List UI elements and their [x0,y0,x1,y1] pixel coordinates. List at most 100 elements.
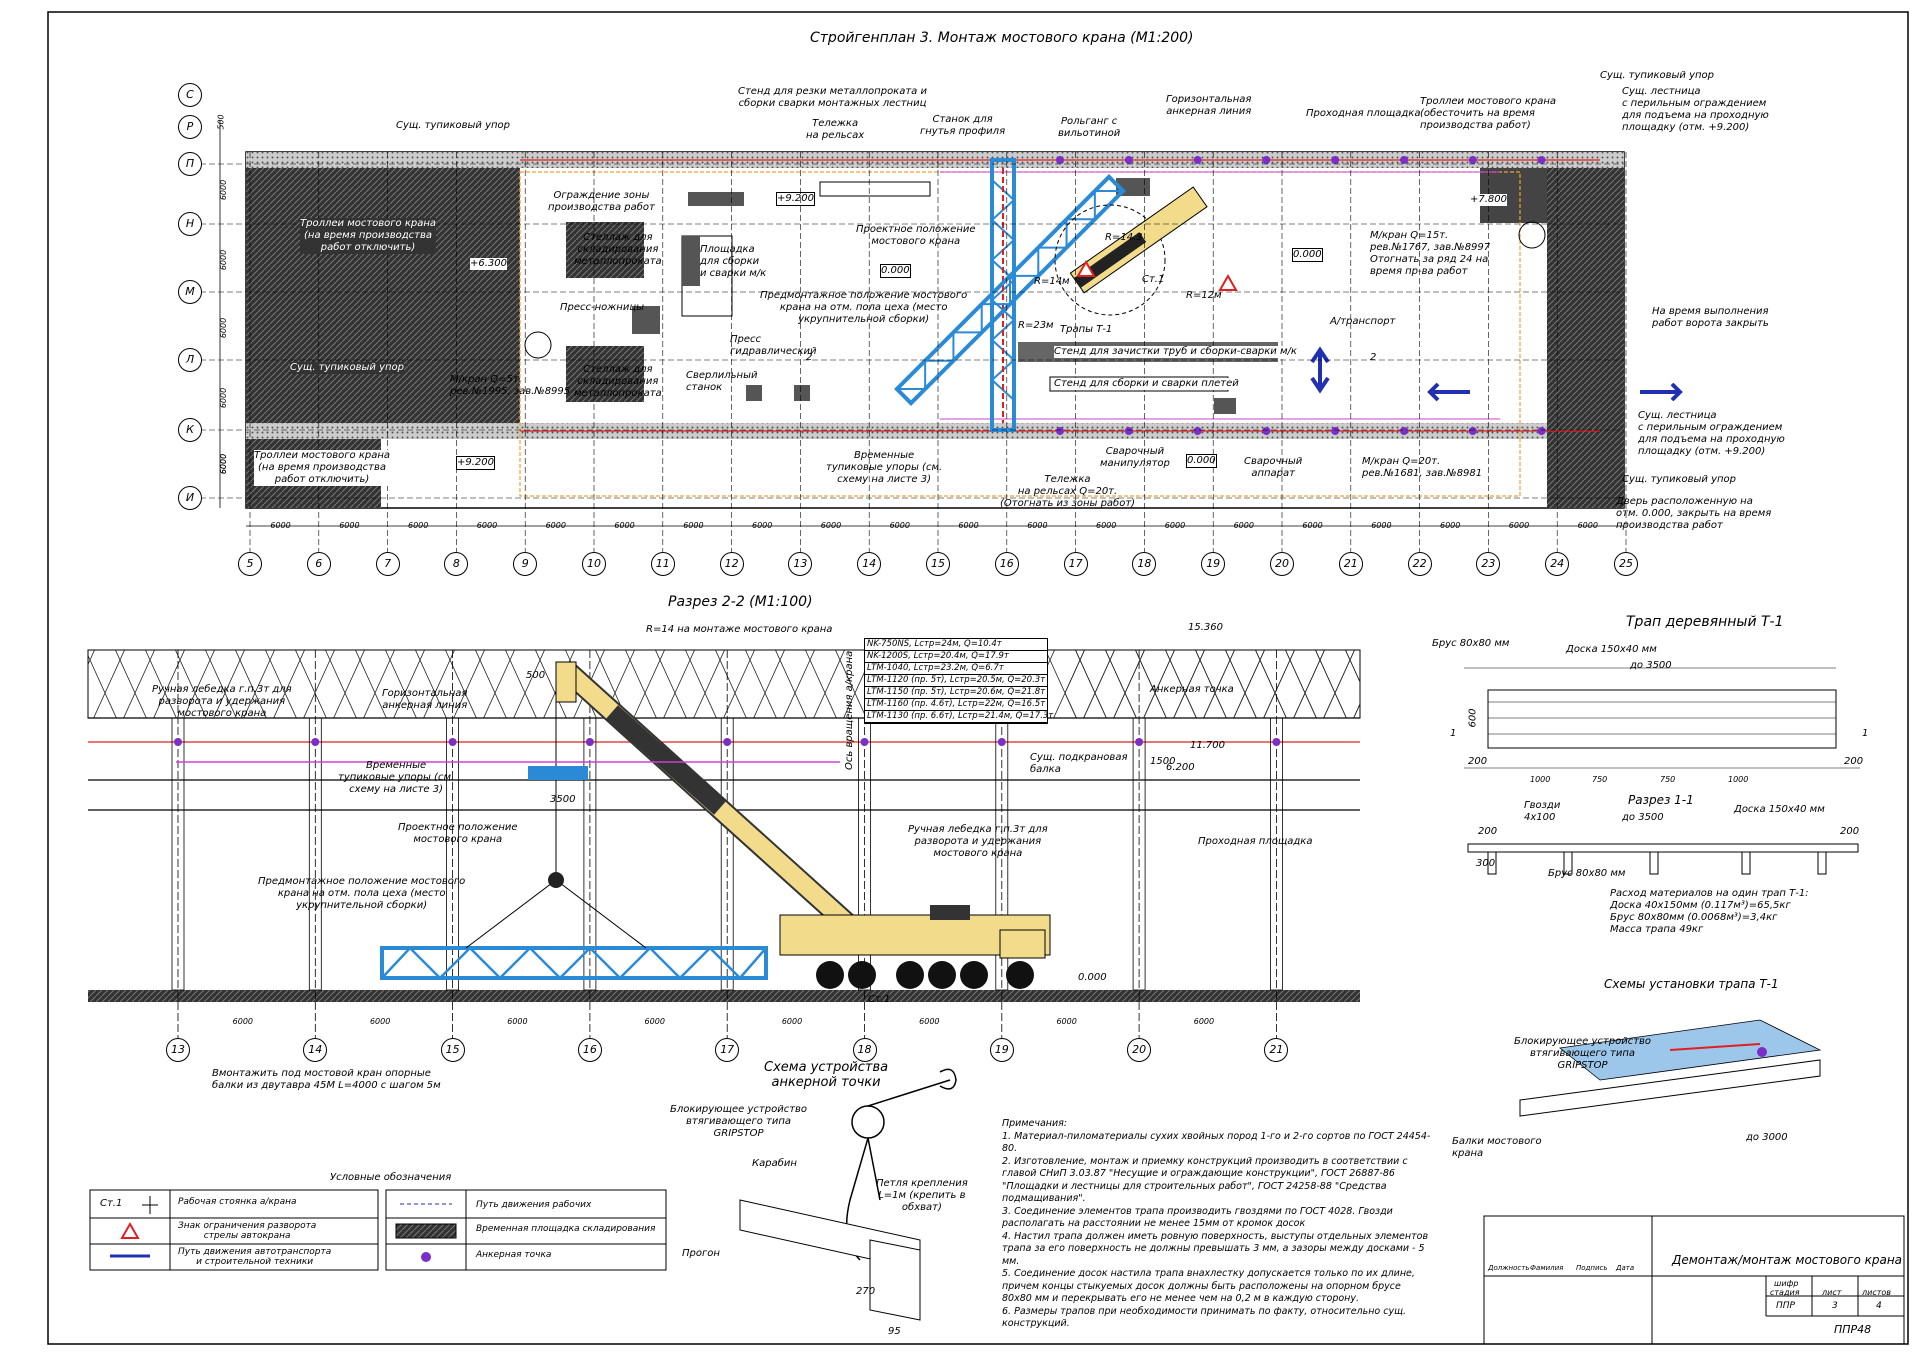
label-cart-rails: Тележка на рельсах [806,118,865,141]
col-axis-12: 12 [719,552,744,576]
stamp-sheets-h: листов [1862,1288,1891,1297]
anchor-point-icon [860,738,869,746]
stamp-header: Должность [1488,1264,1530,1272]
cranes-table-row: LTM-1120 (пр. 5т), Lстр=20.5м, Q=20.3т [865,675,1047,687]
sheet-frame [47,11,1909,1345]
elev-zero-2: 0.000 [1292,248,1323,262]
trap-section [1467,843,1859,875]
note-item: 6. Размеры трапов при необходимости прин… [1002,1305,1407,1330]
col-axis-23: 23 [1476,552,1501,576]
label-r23: R=23м [1018,320,1054,331]
label-stop-right-top: Сущ. тупиковый упор [1600,70,1715,81]
section-column [1132,717,1146,991]
section-dim: 6000 [369,1017,391,1026]
dim-3500: 3500 [550,794,576,805]
legend-right-item: Временная площадка складирования [476,1224,656,1234]
label-press-shears: Пресс-ножницы [560,302,645,313]
col-dim: 6000 [1164,521,1186,530]
row-axis-И: И [178,486,202,510]
notes-list: 1. Материал-пиломатериалы сухих хвойных … [1002,1131,1432,1331]
elev-0-section: 0.000 [1078,972,1107,983]
section-view [87,649,1361,1040]
section-axis-21: 21 [1264,1038,1289,1062]
col-dim: 6000 [752,521,773,530]
trap-sec-len: до 3500 [1622,812,1664,823]
section-axis-13: 13 [166,1038,190,1062]
stamp-shifr: шифр [1774,1279,1799,1288]
legend-left-item: Рабочая стоянка а/крана [178,1197,297,1207]
col-axis-5: 5 [238,552,262,576]
section-axis-15: 15 [440,1038,465,1062]
row-dim: 6000 [219,249,229,271]
section-column [171,717,185,991]
anchor-point-icon [1056,156,1064,164]
col-dim: 6000 [1027,521,1048,530]
section-column [308,717,322,991]
section-dim: 6000 [1056,1017,1077,1026]
row-axis-М: М [178,280,202,304]
col-dim: 6000 [1577,521,1598,530]
col-axis-19: 19 [1201,552,1226,576]
label-crane-beam: Сущ. подкрановая балка [1030,752,1128,775]
col-dim: 6000 [820,521,842,530]
label-gate-close: На время выполнения работ ворота закрыть [1652,306,1769,329]
label-walkway-sect: Проходная площадка [1198,836,1313,847]
elev-zero-3: 0.000 [1186,454,1217,468]
label-bender: Станок для гнутья профиля [920,114,1006,137]
col-axis-17: 17 [1063,552,1088,576]
note-item: 1. Материал-пиломатериалы сухих хвойных … [1002,1130,1431,1155]
col-axis-9: 9 [513,552,538,576]
label-temp-stops: Временные тупиковые упоры (см. схему на … [826,450,943,485]
section-axis-19: 19 [989,1038,1014,1062]
anchor-point-icon [1400,156,1408,164]
anchor-point-icon [1537,427,1546,435]
label-crane-5t: М/кран Q=5т. рев.№1995, зав.№8995 [450,374,571,397]
elev-9200-top: +9.200 [776,192,816,206]
label-rack2: Стеллаж для складирования металлопроката [574,364,662,399]
anchor-point-icon [1331,427,1340,435]
stamp-header: Дата [1616,1264,1635,1272]
trap-nails: Гвозди 4х100 [1524,800,1561,823]
legend-title: Условные обозначения [330,1172,452,1183]
trap-s300: 300 [1476,858,1496,869]
col-axis-11: 11 [650,552,675,576]
trap-mark1: 1 [1450,728,1457,739]
label-st1-plan: Ст.1 [1142,274,1165,285]
trap-s200b: 200 [1840,826,1860,837]
stamp-sheet-h: лист [1822,1288,1842,1297]
legend-left-item: Знак ограничения разворота стрелы автокр… [178,1221,317,1241]
anchor-loop: Петля крепления L=1м (крепить в обхват) [876,1178,968,1213]
trap-materials: Расход материалов на один трап Т-1: Доск… [1610,888,1809,935]
bridge-crane-premount [894,174,1126,406]
label-crane-20t: М/кран Q=20т. рев.№1681, зав.№8981 [1362,456,1483,479]
anchor-point-icon [1468,427,1477,435]
row-dim: 6000 [219,387,229,409]
anchor-point-icon [1056,427,1064,435]
anchor-point-icon [1193,156,1202,164]
elev-11700: 11.700 [1190,740,1225,751]
section-axis-14: 14 [303,1038,328,1062]
legend-right-item: Путь движения рабочих [476,1200,592,1210]
label-crane-15t: М/кран Q=15т. рев.№1767, зав.№8997 Отогн… [1370,230,1491,277]
plan-view [200,120,1683,552]
label-door: Дверь расположенную на отм. 0.000, закры… [1616,496,1772,531]
cranes-table-row: LTM-1150 (пр. 5т), Lстр=20.6м, Q=21.8т [865,687,1047,699]
row-axis-П: П [178,152,202,176]
stamp-sheets: 4 [1876,1301,1882,1311]
trap-beam-label: Брус 80х80 мм [1432,638,1510,649]
section-title: Разрез 2-2 (М1:100) [668,594,813,610]
legend-left-item: Путь движения автотранспорта и строитель… [178,1247,332,1267]
anchor-d95: 95 [888,1326,901,1337]
anchor-point-icon [1193,427,1202,435]
stamp-sheet: 3 [1832,1301,1838,1311]
label-walkway: Проходная площадка [1306,108,1421,119]
trap-dim: 1000 [1728,775,1749,784]
elev-6200: 6.200 [1166,762,1195,773]
label-anchor-line-sect: Горизонтальная анкерная линия [382,688,468,711]
col-axis-21: 21 [1338,552,1363,576]
label-axis-rotation: Ось вращения а/крана [844,650,855,770]
col-axis-7: 7 [375,552,400,576]
col-axis-8: 8 [444,552,469,576]
col-axis-14: 14 [857,552,882,576]
col-axis-10: 10 [582,552,606,576]
